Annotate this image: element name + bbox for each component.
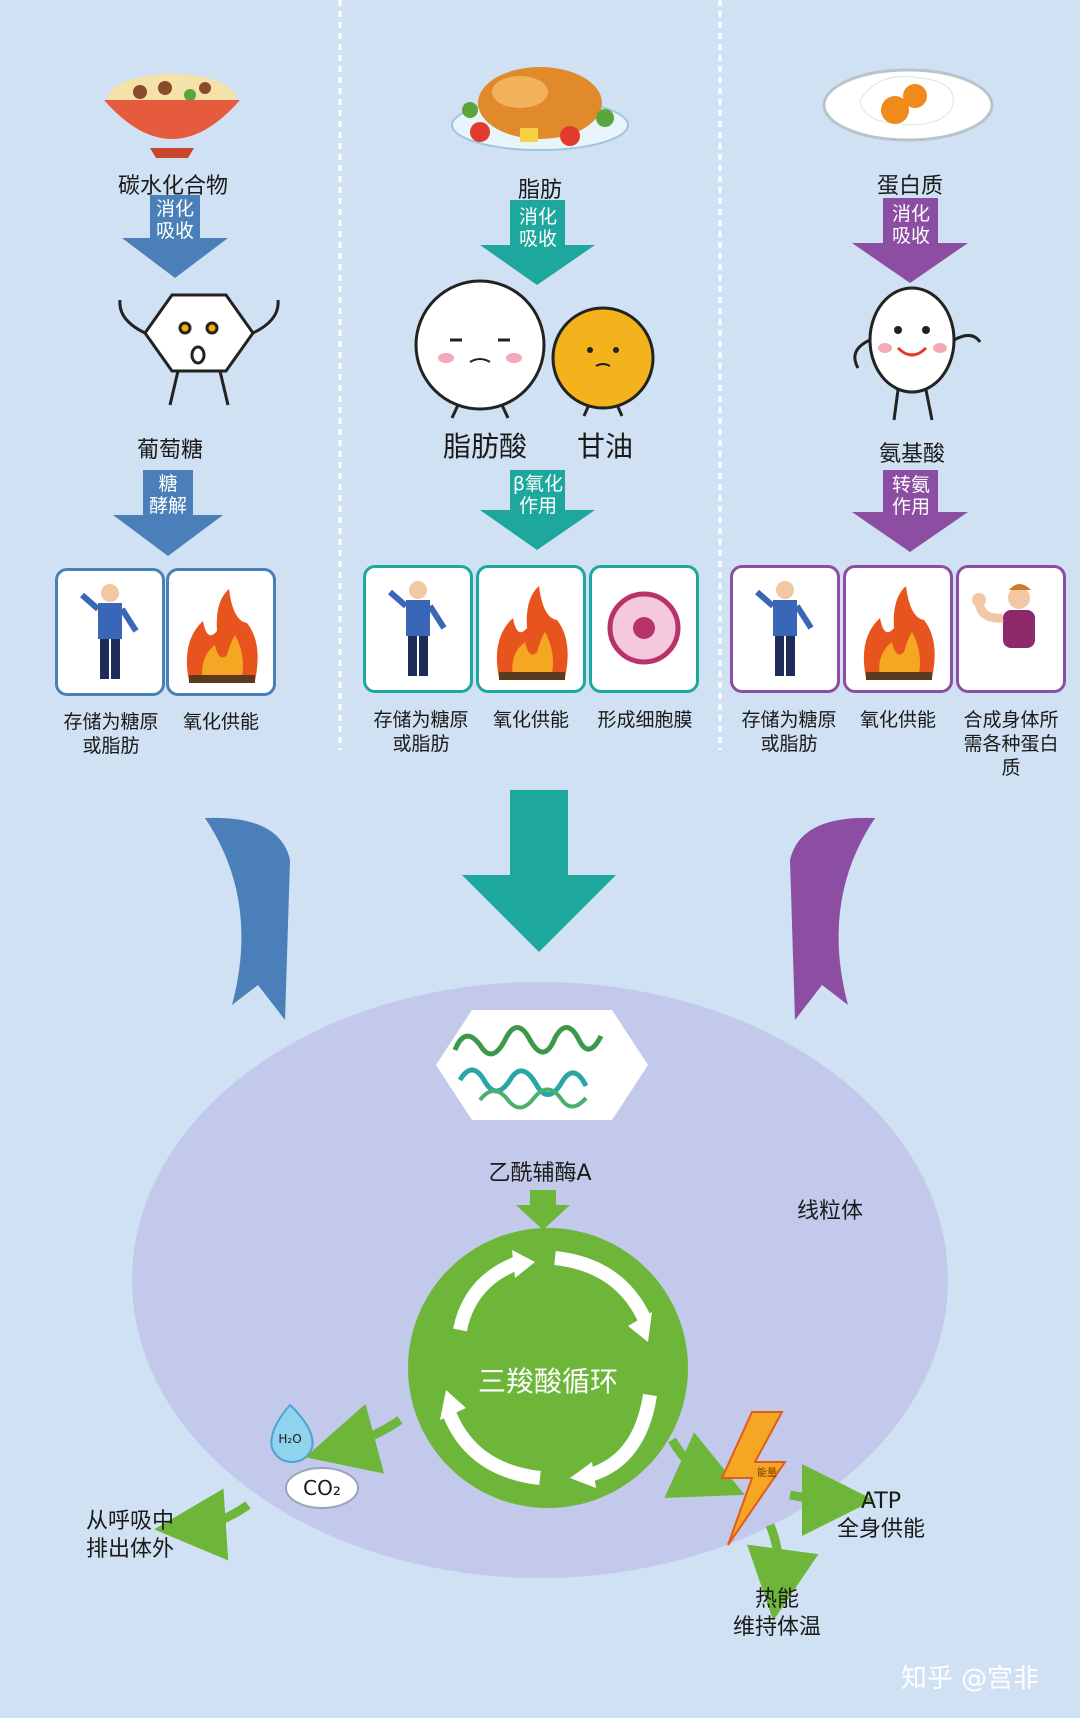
flexing-woman-icon (972, 584, 1035, 648)
exhale-line-1: 从呼吸中 (85, 1509, 174, 1534)
panel-woman-protein (956, 565, 1066, 693)
digest-label-line-1: 消化 (155, 198, 194, 220)
digest-label-line-2: 吸收 (518, 228, 557, 250)
atp-label: ATP 全身供能 (826, 1488, 936, 1544)
arrow-to-heat (747, 1523, 819, 1621)
beta-oxidation-label: β氧化 作用 (508, 473, 568, 517)
panel-fire-protein (843, 565, 953, 693)
bolt-text: 能量 (757, 1468, 777, 1479)
flow-arrow-fat (462, 790, 616, 952)
panel-man-fat (363, 565, 473, 693)
carbohydrate-digest-label: 消化 吸收 (150, 198, 200, 242)
panel-man-protein (730, 565, 840, 693)
glycerol-label: 甘油 (576, 430, 633, 463)
atp-line-1: ATP (860, 1489, 902, 1514)
fried-egg-icon (822, 68, 994, 142)
panel-fire-carbohydrate (166, 568, 276, 696)
digestion-arrow-fat (480, 200, 595, 285)
panel-man-carbohydrate (55, 568, 165, 696)
man-standing-icon (388, 581, 447, 676)
process-arrow-fat (480, 470, 595, 550)
glucose-character-icon (118, 293, 280, 406)
panel-fire-fat (476, 565, 586, 693)
heat-line-1: 热能 (754, 1587, 799, 1612)
digestion-arrow-protein (852, 198, 968, 283)
arrow-exhale (154, 1488, 251, 1561)
flow-arrow-carbohydrate (205, 817, 290, 1020)
fatty-acid-label: 脂肪酸 (442, 430, 527, 463)
man-standing-icon (755, 581, 814, 676)
use-oxidation-carbohydrate: 氧化供能 (182, 711, 259, 733)
tca-cycle-label: 三羧酸循环 (477, 1365, 618, 1398)
heat-label: 热能 维持体温 (722, 1586, 832, 1642)
roast-chicken-icon (451, 67, 629, 151)
use-storage-protein: 存储为糖原 或脂肪 (741, 709, 837, 755)
acetyl-coa-arrow (516, 1190, 570, 1230)
exhale-label: 从呼吸中 排出体外 (70, 1508, 190, 1564)
process-label-line-2: 作用 (891, 496, 930, 518)
digest-label-line-2: 吸收 (155, 220, 194, 242)
process-label-line-2: 作用 (518, 495, 557, 517)
mitochondria-label: 线粒体 (796, 1199, 863, 1224)
digest-label-line-1: 消化 (518, 206, 557, 228)
fire-icon (496, 586, 568, 680)
process-arrow-protein (852, 470, 968, 552)
atp-line-2: 全身供能 (836, 1517, 925, 1542)
lightning-bolt-icon (720, 1411, 787, 1546)
heat-line-2: 维持体温 (732, 1615, 821, 1640)
fire-icon (863, 586, 935, 680)
h2o-label: H₂O (278, 1432, 302, 1446)
use-oxidation-fat: 氧化供能 (492, 709, 569, 731)
co2-label: CO₂ (303, 1476, 341, 1500)
flow-arrow-protein (790, 817, 875, 1020)
transamination-label: 转氨 作用 (884, 474, 938, 518)
protein-digest-label: 消化 吸收 (885, 203, 937, 247)
man-standing-icon (80, 584, 139, 679)
fat-digest-label: 消化 吸收 (512, 206, 564, 250)
tca-cycle-wheel (408, 1228, 688, 1508)
use-storage-fat: 存储为糖原 或脂肪 (373, 709, 469, 755)
digest-label-line-1: 消化 (891, 203, 930, 225)
digestion-arrow-carbohydrate (122, 195, 228, 278)
carbohydrate-title: 碳水化合物 (117, 174, 228, 199)
panel-cell-fat (589, 565, 699, 693)
zhihu-watermark: 知乎 @宫非 (900, 1664, 1040, 1694)
protein-title: 蛋白质 (876, 174, 943, 199)
protein-molecule-icon (436, 1010, 648, 1120)
use-synthesis-protein: 合成身体所 需各种蛋白 质 (963, 709, 1059, 779)
acetyl-coa-label: 乙酰辅酶A (488, 1161, 592, 1186)
use-oxidation-protein: 氧化供能 (859, 709, 936, 731)
glycerol-character-icon (551, 306, 655, 417)
process-label-line-2: 酵解 (148, 495, 187, 517)
process-label-line-1: 转氨 (891, 474, 930, 496)
amino-acid-label: 氨基酸 (878, 442, 945, 467)
process-label-line-1: β氧化 (512, 473, 564, 495)
use-storage-carbohydrate: 存储为糖原 或脂肪 (63, 711, 159, 757)
fat-title: 脂肪 (517, 178, 562, 203)
arrow-to-atp (789, 1463, 874, 1536)
digest-label-line-2: 吸收 (891, 225, 930, 247)
glucose-label: 葡萄糖 (136, 438, 203, 463)
cell-icon (607, 591, 681, 665)
process-arrow-carbohydrate (113, 470, 223, 556)
arrow-to-energy (664, 1432, 745, 1498)
amino-acid-character-icon (853, 286, 982, 421)
process-label-line-1: 糖 (158, 473, 178, 495)
arrow-to-h2o (305, 1403, 403, 1474)
fatty-acid-character-icon (414, 279, 546, 419)
fire-icon (186, 589, 258, 683)
exhale-line-2: 排出体外 (85, 1537, 174, 1562)
use-membrane-fat: 形成细胞膜 (597, 709, 693, 731)
glycolysis-label: 糖 酵解 (143, 473, 193, 517)
rice-bowl-icon (104, 74, 240, 158)
